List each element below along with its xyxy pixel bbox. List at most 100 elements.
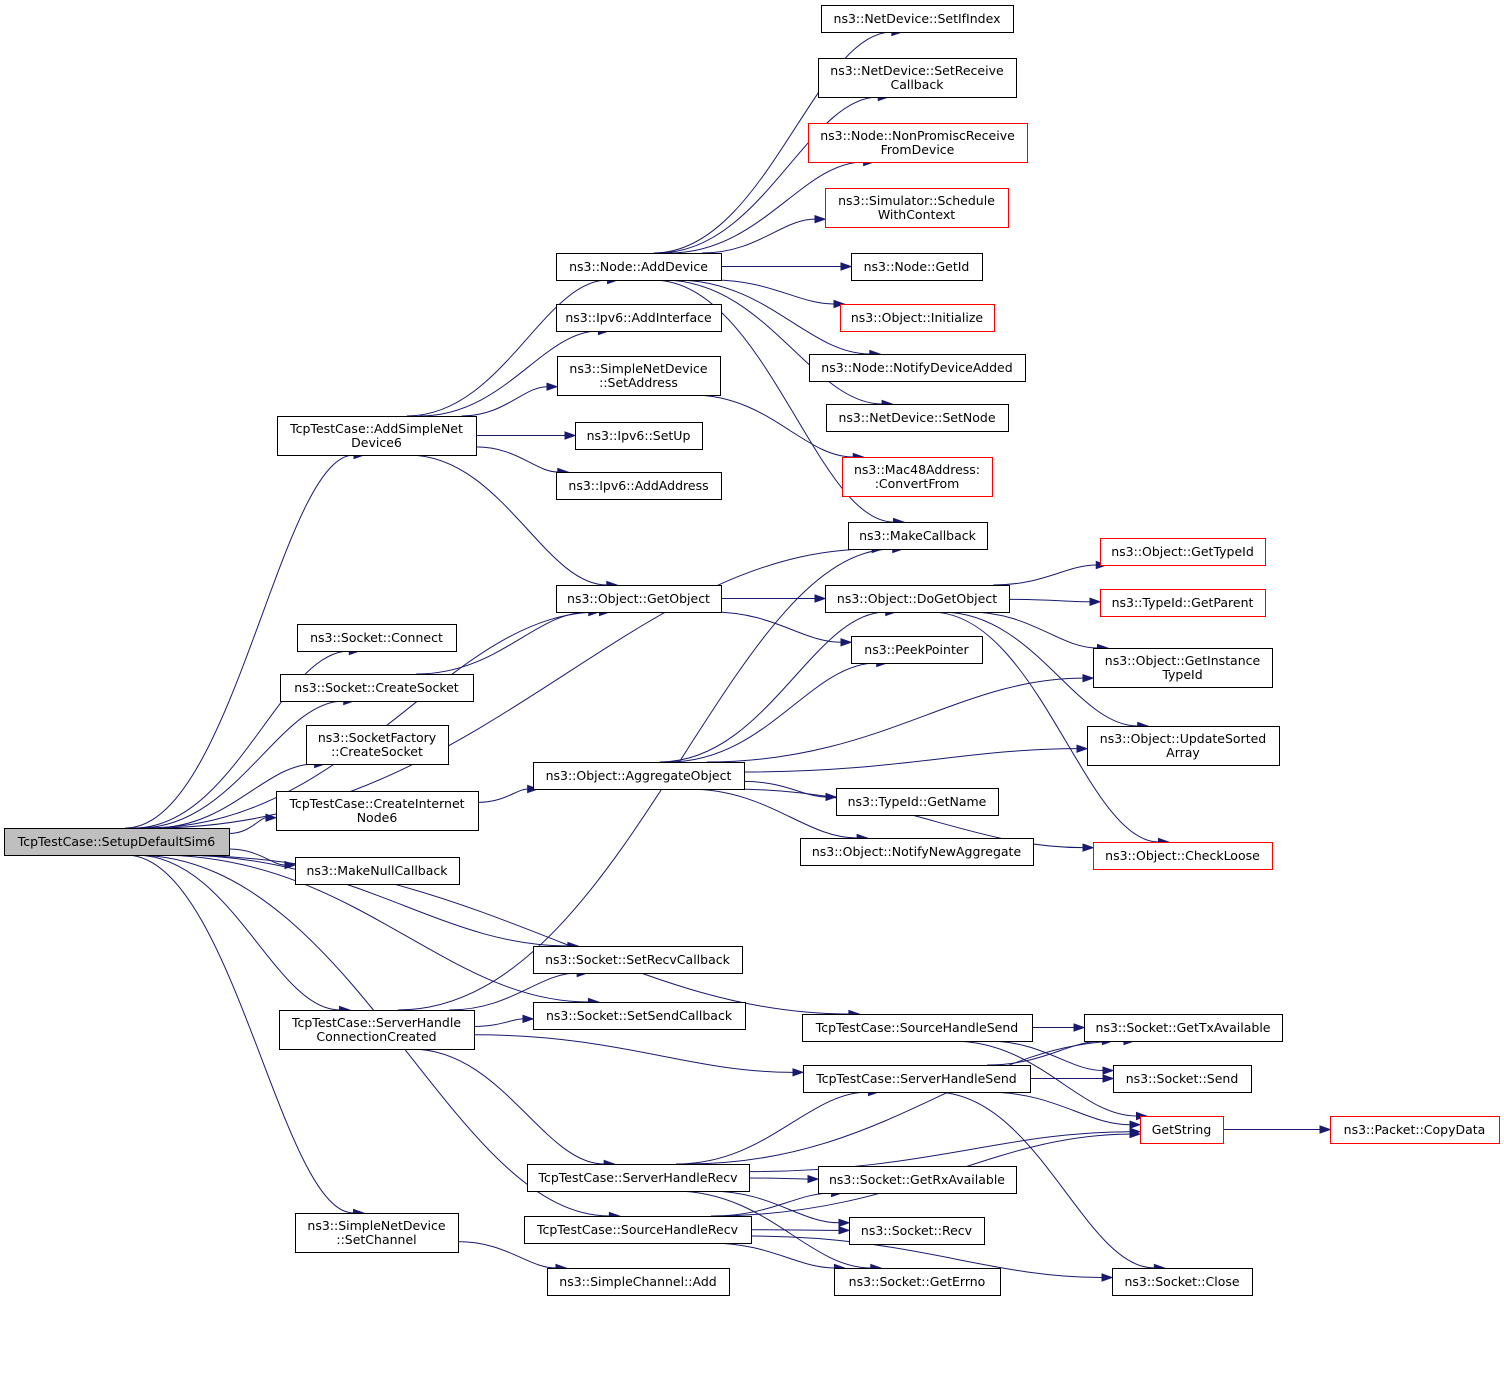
node-nodeAddDevice[interactable]: ns3::Node::AddDevice [556, 253, 722, 281]
edge-line [1008, 598, 1091, 603]
node-label: GetString [1152, 1122, 1212, 1137]
node-ipv6AddIf[interactable]: ns3::Ipv6::AddInterface [556, 304, 722, 332]
node-box [556, 253, 722, 281]
node-makeNullCb[interactable]: ns3::MakeNullCallback [295, 857, 460, 885]
node-mac48[interactable]: ns3::Mac48Address::ConvertFrom [842, 457, 993, 497]
node-srcHandleSend[interactable]: TcpTestCase::SourceHandleSend [802, 1014, 1033, 1042]
node-srvHandleRecv[interactable]: TcpTestCase::ServerHandleRecv [527, 1164, 750, 1192]
node-box [809, 354, 1026, 382]
node-tidGetName[interactable]: ns3::TypeId::GetName [836, 788, 999, 816]
node-getString[interactable]: GetString [1140, 1116, 1224, 1144]
edge-line [653, 31, 892, 254]
call-edge-srvHandleSend-getString [986, 1091, 1142, 1129]
call-edge-srcHandleRecv-sockGetErrno [710, 1242, 846, 1273]
call-nodes: TcpTestCase::SetupDefaultSim6TcpTestCase… [4, 5, 1500, 1296]
arrow-head-icon [1089, 597, 1102, 606]
node-simpleChanAdd[interactable]: ns3::SimpleChannel::Add [547, 1268, 730, 1296]
node-box [849, 1217, 985, 1245]
node-simpleSetAddr[interactable]: ns3::SimpleNetDevice::SetAddress [557, 356, 721, 396]
node-nodeGetId[interactable]: ns3::Node::GetId [851, 253, 983, 281]
node-label: ns3::Socket::Recv [861, 1223, 973, 1238]
node-box [276, 791, 479, 831]
arrow-head-icon [1082, 843, 1095, 852]
node-label: ns3::Socket::CreateSocket [294, 680, 459, 695]
edge-line [406, 279, 608, 417]
node-sockClose[interactable]: ns3::Socket::Close [1112, 1268, 1253, 1296]
node-label: ns3::Socket::SetRecvCallback [545, 952, 730, 967]
node-getParent[interactable]: ns3::TypeId::GetParent [1100, 589, 1266, 617]
call-edge-aggObj-doGetObject [659, 607, 898, 763]
node-setNode[interactable]: ns3::NetDevice::SetNode [826, 404, 1009, 432]
edge-line [176, 854, 568, 947]
node-sockConnect[interactable]: ns3::Socket::Connect [297, 624, 457, 652]
node-box [802, 1014, 1033, 1042]
node-notifyAgg[interactable]: ns3::Object::NotifyNewAggregate [800, 838, 1034, 866]
arrow-head-icon [833, 299, 846, 309]
node-srvConnCreated[interactable]: TcpTestCase::ServerHandleConnectionCreat… [279, 1010, 475, 1050]
edge-line [228, 848, 286, 866]
node-label: ns3::Socket::Connect [310, 630, 443, 645]
node-doGetObject[interactable]: ns3::Object::DoGetObject [825, 585, 1010, 613]
node-sockSend[interactable]: ns3::Socket::Send [1113, 1065, 1252, 1093]
node-root[interactable]: TcpTestCase::SetupDefaultSim6 [4, 828, 230, 856]
node-label: ns3::MakeCallback [859, 528, 977, 543]
edge-line [706, 677, 1084, 763]
node-objInit[interactable]: ns3::Object::Initialize [840, 304, 995, 332]
edge-line [652, 279, 894, 523]
node-label: ns3::Socket::GetErrno [849, 1274, 986, 1289]
call-edge-srvHandleRecv-srvHandleSend [675, 1087, 881, 1165]
edge-line [473, 1034, 794, 1073]
node-sockRecv[interactable]: ns3::Socket::Recv [849, 1217, 985, 1245]
node-peekPtr[interactable]: ns3::PeekPointer [851, 636, 983, 664]
node-box [842, 457, 993, 497]
arrow-head-icon [527, 784, 540, 794]
node-getRxAvail[interactable]: ns3::Socket::GetRxAvailable [818, 1166, 1017, 1194]
node-aggObj[interactable]: ns3::Object::AggregateObject [533, 762, 745, 790]
call-edge-doGetObject-getParent [1008, 597, 1102, 606]
node-box [1113, 1065, 1252, 1093]
node-label: TcpTestCase::SetupDefaultSim6 [17, 834, 216, 849]
node-notifyDev[interactable]: ns3::Node::NotifyDeviceAdded [809, 354, 1026, 382]
node-label: ns3::Object::UpdateSorted [1100, 731, 1266, 746]
node-srcHandleRecv[interactable]: TcpTestCase::SourceHandleRecv [524, 1216, 752, 1244]
node-box [818, 1166, 1017, 1194]
node-box [306, 725, 449, 765]
node-sockCreate[interactable]: ns3::Socket::CreateSocket [280, 674, 474, 702]
node-label: ::SetAddress [599, 375, 678, 390]
node-makeCb[interactable]: ns3::MakeCallback [848, 522, 988, 550]
node-ipv6SetUp[interactable]: ns3::Ipv6::SetUp [575, 422, 703, 450]
node-getTypeId[interactable]: ns3::Object::GetTypeId [1100, 538, 1266, 566]
edge-line [692, 394, 854, 458]
node-label: ns3::SimpleChannel::Add [559, 1274, 716, 1289]
node-sfCreate[interactable]: ns3::SocketFactory::CreateSocket [306, 725, 449, 765]
node-checkLoose[interactable]: ns3::Object::CheckLoose [1093, 842, 1273, 870]
node-label: ns3::Object::DoGetObject [837, 591, 997, 606]
node-box [848, 522, 988, 550]
node-label: ns3::Socket::Close [1124, 1274, 1239, 1289]
arrow-head-icon [838, 1218, 851, 1227]
node-setSendCb[interactable]: ns3::Socket::SetSendCallback [533, 1002, 746, 1030]
node-setRecvCb[interactable]: ns3::Socket::SetRecvCallback [533, 946, 743, 974]
node-getObject[interactable]: ns3::Object::GetObject [556, 585, 722, 613]
edge-line [712, 279, 835, 305]
node-getTxAvail[interactable]: ns3::Socket::GetTxAvailable [1084, 1014, 1283, 1042]
node-label: :ConvertFrom [875, 476, 960, 491]
call-edge-addSimple-ipv6SetUp [475, 431, 577, 440]
node-setIfIndex[interactable]: ns3::NetDevice::SetIfIndex [821, 5, 1014, 33]
node-copyData[interactable]: ns3::Packet::CopyData [1330, 1116, 1500, 1144]
node-sockGetErrno[interactable]: ns3::Socket::GetErrno [834, 1268, 1001, 1296]
node-srvHandleSend[interactable]: TcpTestCase::ServerHandleSend [803, 1065, 1031, 1093]
node-ipv6AddAddr[interactable]: ns3::Ipv6::AddAddress [556, 472, 722, 500]
node-box [1140, 1116, 1224, 1144]
node-label: TcpTestCase::ServerHandleRecv [537, 1170, 738, 1185]
arrow-head-icon [1073, 1023, 1086, 1032]
node-simpleSetChan[interactable]: ns3::SimpleNetDevice::SetChannel [295, 1213, 459, 1253]
